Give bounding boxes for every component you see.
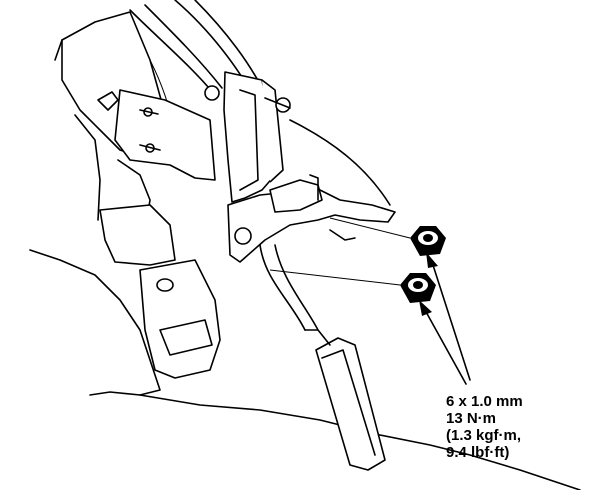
torque-spec-callout: 6 x 1.0 mm 13 N·m (1.3 kgf·m, 9.4 lbf·ft… (446, 393, 596, 461)
pedal-linkage (227, 174, 396, 331)
bolt-size-label: 6 x 1.0 mm (446, 393, 523, 410)
callout-arrows (419, 252, 471, 385)
pedal-bracket (204, 71, 291, 203)
lower-flange-nut (400, 273, 436, 303)
torque-kgfm-label: (1.3 kgf·m, (446, 427, 522, 444)
nut-leader-lines (269, 217, 411, 286)
torque-nm-label: 13 N·m (446, 410, 497, 427)
accelerator-pedal-pad (304, 329, 386, 471)
torque-lbfft-label: 9.4 lbf·ft) (446, 444, 510, 461)
brake-pedal (99, 204, 221, 379)
left-bracket (114, 89, 216, 181)
upper-flange-nut (410, 226, 446, 256)
